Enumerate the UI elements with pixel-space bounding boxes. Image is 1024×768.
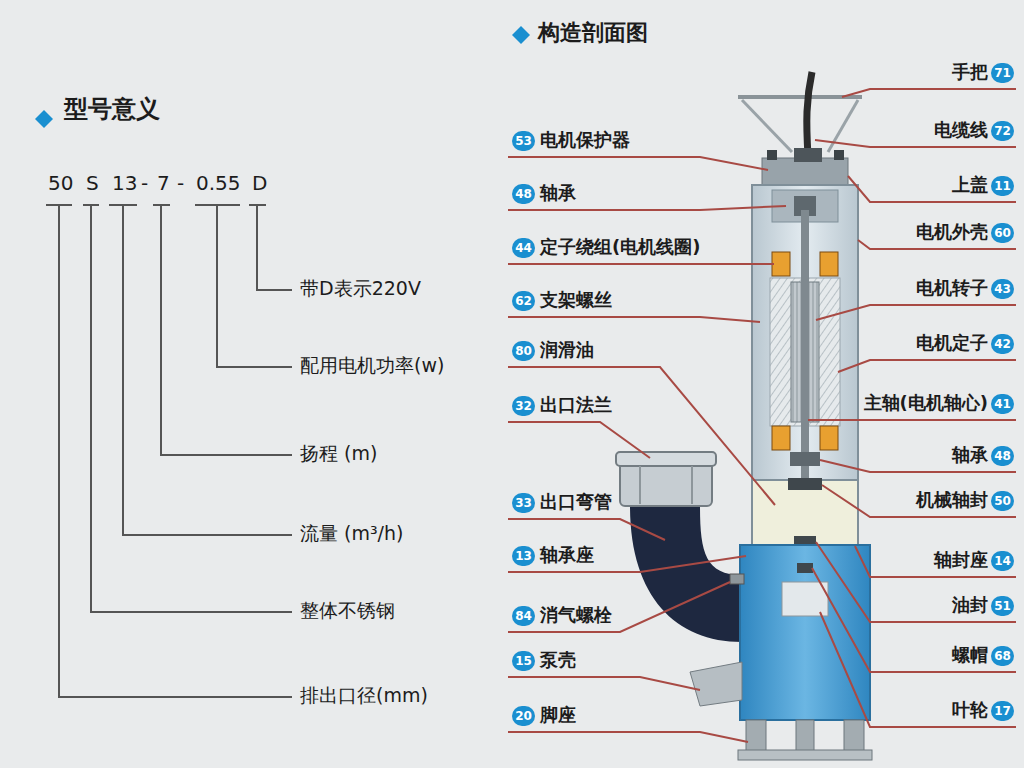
part-name: 泵壳 [538,650,578,671]
code-separator: - [139,172,150,195]
part-name: 电机外壳 [914,222,990,243]
callout-number: 44 [512,238,535,258]
callout-text: 80 [515,345,532,357]
callout-number: 48 [512,184,535,204]
part-name: 手把 [950,62,990,83]
code-meaning: 带D表示220V [298,278,423,300]
code-part: D [250,172,269,195]
part-name: 上盖 [950,175,990,196]
callout-text: 72 [994,125,1011,137]
callout-number: 15 [512,651,535,671]
callout-number: 51 [991,596,1014,616]
code-meaning: 扬程 (m) [298,443,379,465]
callout-text: 13 [515,550,532,562]
callout-text: 33 [515,497,532,509]
part-name: 轴封座 [932,550,990,571]
callout-number: 50 [991,491,1014,511]
part-name: 电机定子 [914,333,990,354]
part-name: 脚座 [538,705,578,726]
callout-number: 84 [512,606,535,626]
part-name: 轴承 [950,445,990,466]
part-name: 定子绕组(电机线圈) [538,237,702,258]
callout-text: 53 [515,135,532,147]
callout-number: 72 [991,121,1014,141]
part-name: 主轴(电机轴心) [862,393,990,414]
code-meaning: 流量 (m³/h) [298,523,405,545]
callout-number: 33 [512,493,535,513]
part-name: 出口法兰 [538,395,614,416]
part-name: 电机转子 [914,278,990,299]
callout-number: 80 [512,341,535,361]
part-name: 螺帽 [950,645,990,666]
callout-text: 20 [515,710,532,722]
callout-text: 68 [994,650,1011,662]
code-meaning: 配用电机功率(w) [298,355,446,377]
callout-text: 48 [515,188,532,200]
callout-number: 53 [512,131,535,151]
callout-number: 41 [991,394,1014,414]
code-part: 0.55 [194,172,243,195]
callout-text: 17 [994,705,1011,717]
callout-number: 20 [512,706,535,726]
code-meaning: 整体不锈钢 [298,600,397,622]
part-name: 电缆线 [932,120,990,141]
callout-text: 41 [994,398,1011,410]
part-name: 叶轮 [950,700,990,721]
part-name: 机械轴封 [914,490,990,511]
callout-number: 62 [512,291,535,311]
code-separator: - [175,172,186,195]
callout-text: 60 [994,227,1011,239]
callout-number: 11 [991,176,1014,196]
part-name: 电机保护器 [538,130,632,151]
code-part: 13 [110,172,139,195]
callout-number: 42 [991,334,1014,354]
callout-text: 71 [994,67,1011,79]
callout-number: 14 [991,551,1014,571]
part-name: 轴承 [538,183,578,204]
callout-text: 84 [515,610,532,622]
callout-number: 43 [991,279,1014,299]
part-name: 油封 [950,595,990,616]
callout-text: 14 [994,555,1011,567]
callout-text: 11 [994,180,1011,192]
section-heading: 构造剖面图 [536,20,650,45]
callout-text: 44 [515,242,532,254]
callout-text: 48 [994,450,1011,462]
code-part: S [84,172,101,195]
section-heading: 型号意义 [62,96,162,124]
code-part: 50 [46,172,75,195]
callout-number: 60 [991,223,1014,243]
part-name: 消气螺栓 [538,605,614,626]
callout-number: 13 [512,546,535,566]
callout-text: 43 [994,283,1011,295]
part-name: 润滑油 [538,340,596,361]
code-meaning: 排出口径(mm) [298,685,430,707]
callout-number: 17 [991,701,1014,721]
callout-number: 71 [991,63,1014,83]
callout-text: 15 [515,655,532,667]
callout-number: 32 [512,396,535,416]
part-name: 支架螺丝 [538,290,614,311]
callout-text: 42 [994,338,1011,350]
code-part: 7 [155,172,172,195]
callout-text: 62 [515,295,532,307]
callout-text: 50 [994,495,1011,507]
part-name: 出口弯管 [538,492,614,513]
callout-text: 32 [515,400,532,412]
part-name: 轴承座 [538,545,596,566]
callout-number: 68 [991,646,1014,666]
callout-text: 51 [994,600,1011,612]
callout-number: 48 [991,446,1014,466]
